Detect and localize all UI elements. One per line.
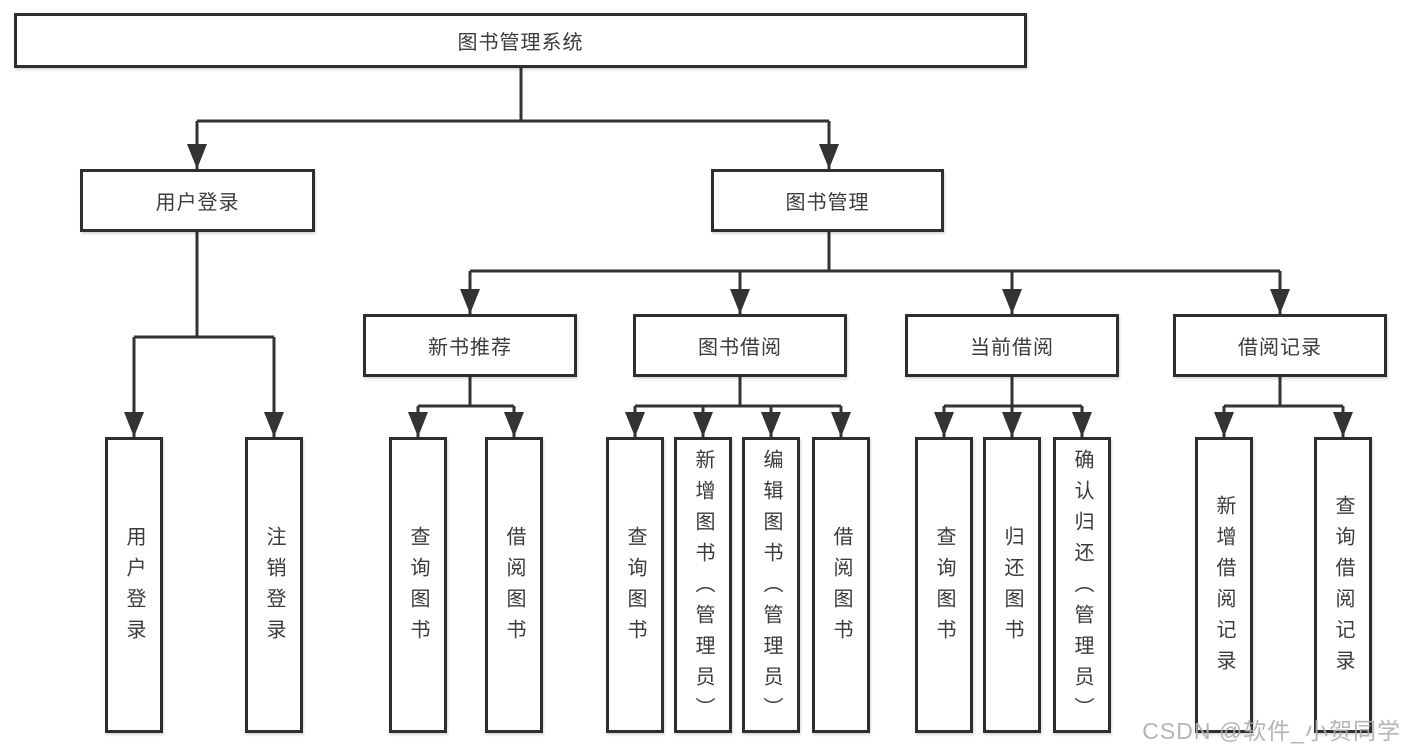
node-borrowing-records: 借阅记录 <box>1173 314 1387 377</box>
leaf-borrow-books: 借阅图书 <box>812 437 870 733</box>
leaf-confirm-return-admin: 确认归还（管理员） <box>1053 437 1111 733</box>
leaf-logout: 注销登录 <box>245 437 303 733</box>
node-new-book-recommendation: 新书推荐 <box>363 314 577 377</box>
leaf-return-books: 归还图书 <box>983 437 1041 733</box>
node-book-management: 图书管理 <box>711 169 944 232</box>
leaf-query-borrow-record: 查询借阅记录 <box>1314 437 1372 733</box>
node-book-borrowing: 图书借阅 <box>633 314 847 377</box>
leaf-user-login: 用户登录 <box>105 437 163 733</box>
leaf-borrow-books: 借阅图书 <box>485 437 543 733</box>
leaf-query-books: 查询图书 <box>606 437 664 733</box>
node-current-borrowing: 当前借阅 <box>905 314 1119 377</box>
node-library-management-system: 图书管理系统 <box>14 13 1027 68</box>
leaf-add-book-admin: 新增图书（管理员） <box>674 437 732 733</box>
leaf-add-borrow-record: 新增借阅记录 <box>1195 437 1253 733</box>
csdn-watermark: CSDN @软件_小贺同学 <box>1142 718 1401 744</box>
node-user-login: 用户登录 <box>80 169 315 232</box>
leaf-query-books: 查询图书 <box>389 437 447 733</box>
leaf-edit-book-admin: 编辑图书（管理员） <box>742 437 800 733</box>
leaf-query-books: 查询图书 <box>915 437 973 733</box>
